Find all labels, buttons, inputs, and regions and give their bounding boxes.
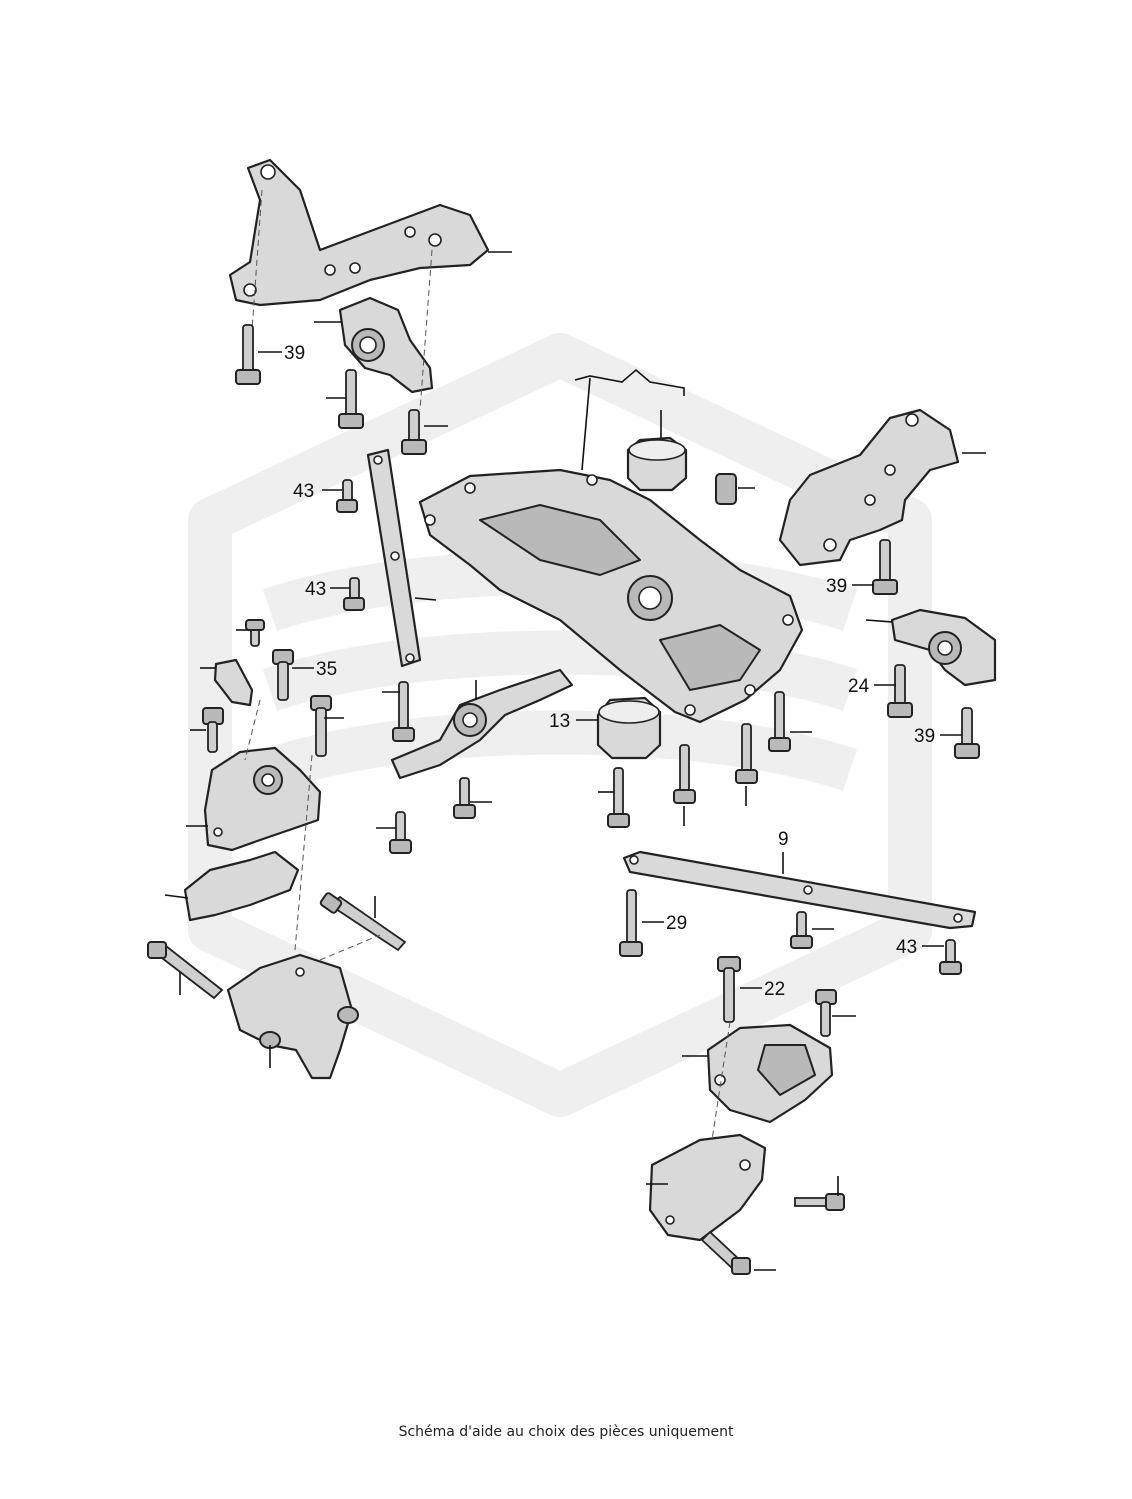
callout-43c: 43 — [896, 937, 917, 958]
bushing-bracket-left — [338, 296, 434, 394]
bolt-lower-4 — [607, 767, 630, 828]
callout-22: 22 — [764, 979, 785, 1000]
bolt-43a — [336, 479, 358, 513]
bolt-arm-right — [401, 409, 427, 455]
torque-rod — [390, 668, 574, 780]
bolt-lower-1 — [392, 681, 415, 742]
bushing-bracket-right — [890, 608, 997, 687]
bolt-22 — [717, 956, 741, 1023]
engine-mount-left — [203, 746, 322, 852]
bolt-washer — [202, 707, 224, 753]
gearbox-bracket — [648, 1133, 767, 1242]
callout-35: 35 — [316, 659, 337, 680]
bracket-small — [213, 658, 254, 707]
bolt-lower-2 — [453, 777, 476, 819]
bolt-29 — [619, 889, 643, 957]
diagram-caption: Schéma d'aide au choix des pièces unique… — [398, 1424, 734, 1440]
bolt-lower-5 — [673, 744, 696, 804]
bolt-lower-6 — [735, 723, 758, 784]
bolt-plate-mid — [790, 911, 813, 949]
bolt-43b — [343, 577, 365, 611]
bolt-24 — [887, 664, 913, 718]
callout-13: 13 — [549, 711, 570, 732]
callout-29: 29 — [666, 913, 687, 934]
bolt-arm-mid — [338, 369, 364, 429]
callout-9: 9 — [778, 829, 789, 850]
strut-bar — [366, 448, 422, 668]
callout-39a: 39 — [284, 343, 305, 364]
bolt-bracket-side — [794, 1193, 845, 1211]
long-screw-left — [147, 941, 224, 1000]
bolt-lower-7 — [768, 691, 791, 752]
callout-43a: 43 — [293, 481, 314, 502]
engine-mount-lower-left — [226, 953, 359, 1080]
control-arm-right — [778, 408, 960, 567]
bolt-gearbox-right — [815, 989, 837, 1037]
bolt-35 — [272, 649, 294, 701]
reinforcement-plate — [622, 850, 977, 930]
callout-43b: 43 — [305, 579, 326, 600]
bolt-43c — [939, 939, 962, 975]
callout-39b: 39 — [826, 576, 847, 597]
rubber-mount-upper — [626, 436, 688, 492]
bolt-top-small — [245, 619, 265, 647]
bolt-lower-3 — [389, 811, 412, 854]
bolt-39a — [235, 324, 261, 385]
bolt-bracket-lower — [700, 1230, 751, 1275]
bolt-39c — [954, 707, 980, 759]
spring-pin — [715, 473, 737, 505]
gearbox-mount — [706, 1023, 834, 1124]
callout-24: 24 — [848, 676, 870, 697]
subframe — [418, 468, 804, 724]
callout-39c: 39 — [914, 726, 935, 747]
control-arm-left — [228, 158, 490, 307]
rubber-mount-lower — [596, 696, 662, 760]
mount-bracket-lower-left — [183, 850, 300, 922]
bolt-mount-long — [310, 695, 332, 757]
bolt-39b — [872, 539, 898, 595]
long-screw-right — [319, 892, 407, 952]
